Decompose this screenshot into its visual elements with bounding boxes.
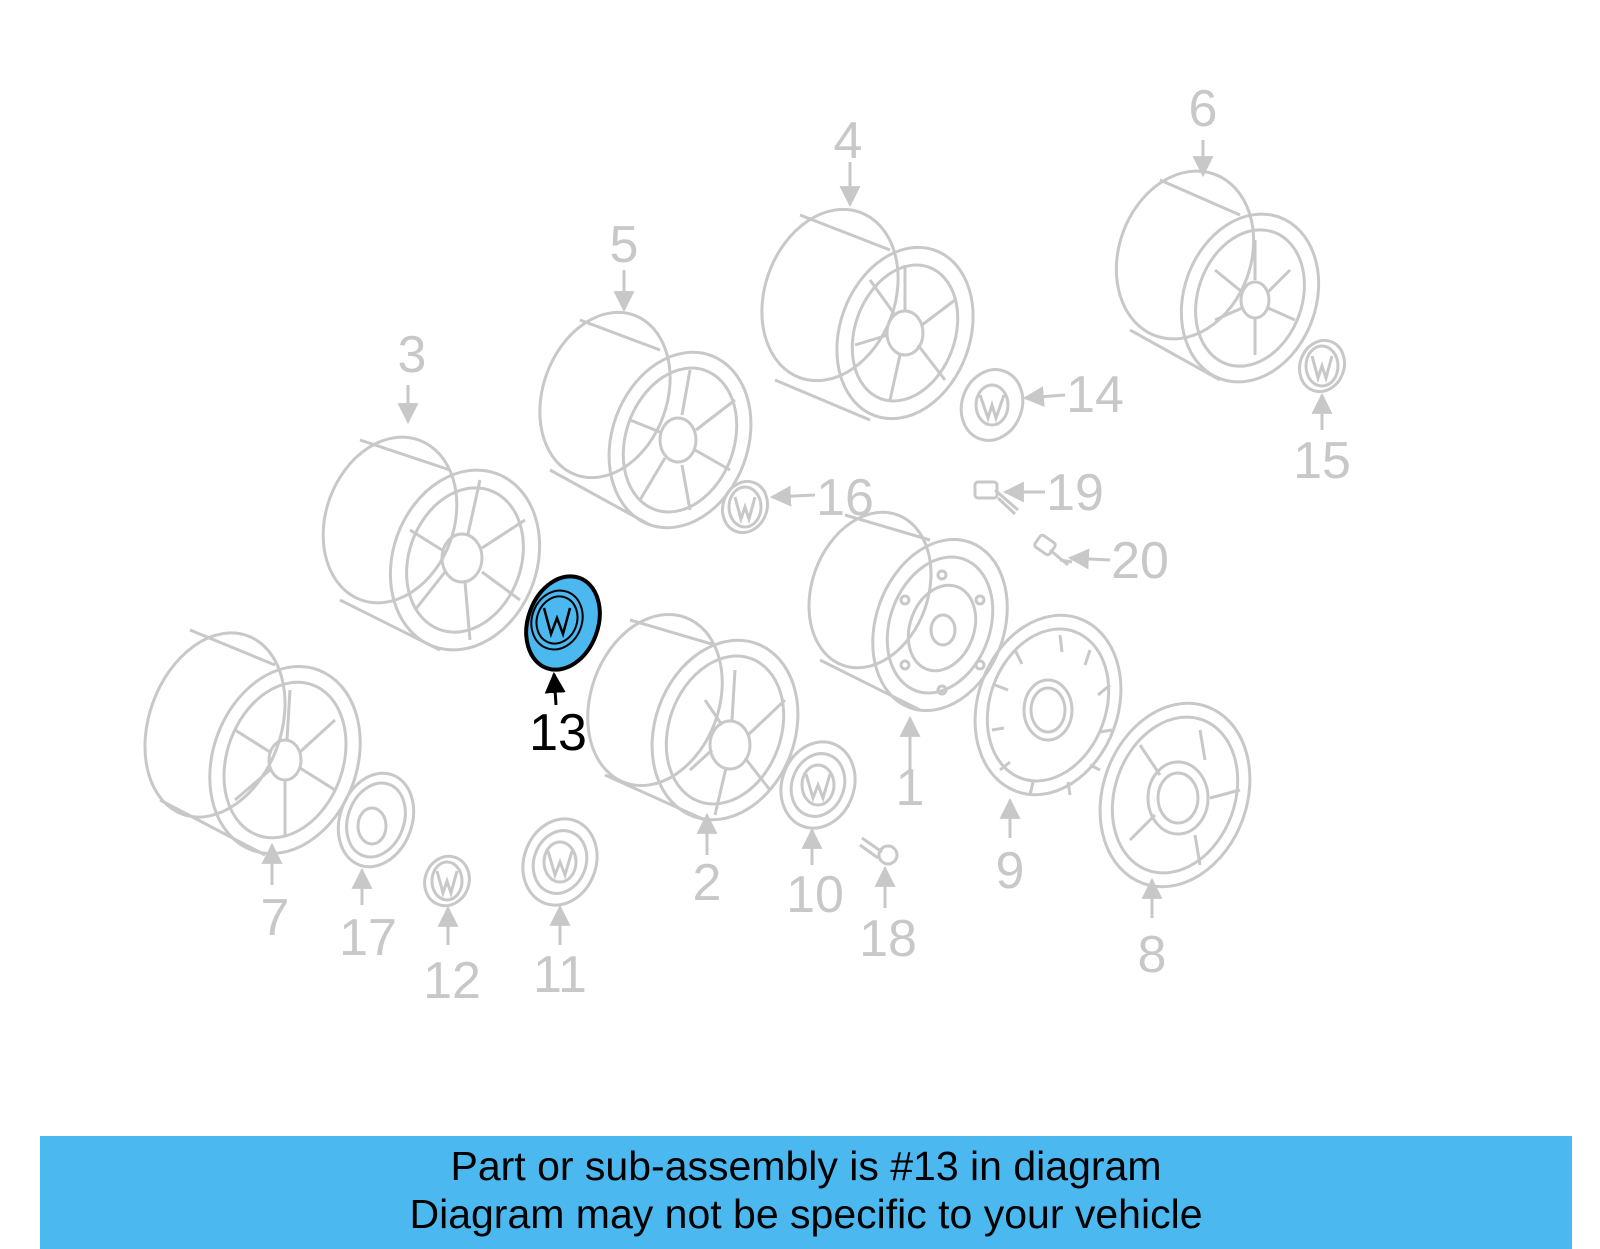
callout-9: 9 (996, 842, 1025, 900)
wheel-cover-part-9 (973, 613, 1123, 797)
wheel-part-1 (807, 510, 1009, 713)
bolt-part-18 (859, 836, 899, 866)
banner-line-disclaimer: Diagram may not be specific to your vehi… (409, 1191, 1203, 1237)
wheel-part-7 (143, 628, 362, 857)
cap-part-10 (779, 740, 857, 830)
callout-18: 18 (859, 910, 917, 968)
callout-5: 5 (610, 216, 639, 274)
cap-part-17 (336, 771, 416, 869)
callout-7: 7 (261, 889, 290, 947)
wheel-part-5 (538, 310, 753, 530)
wheel-part-3 (321, 435, 542, 652)
cap-part-11 (521, 817, 599, 907)
callout-6: 6 (1189, 80, 1218, 138)
callout-1: 1 (896, 759, 925, 817)
banner-line-part-number: Part or sub-assembly is #13 in diagram (450, 1143, 1162, 1189)
cap-part-16 (720, 479, 770, 535)
wheel-part-2 (586, 612, 800, 822)
valve-part-20 (1033, 533, 1073, 567)
info-banner: Part or sub-assembly is #13 in diagram D… (40, 1136, 1572, 1249)
callout-14: 14 (1066, 366, 1124, 424)
callout-4: 4 (834, 112, 863, 170)
callout-16: 16 (816, 469, 874, 527)
callout-20: 20 (1111, 532, 1169, 590)
leader-lines (261, 140, 1333, 945)
callout-labels: 1 2 3 4 5 6 7 8 9 10 11 12 13 14 15 16 1… (261, 80, 1351, 1010)
wheel-part-6 (1114, 169, 1321, 384)
callout-10: 10 (786, 866, 844, 924)
cap-part-13-highlighted[interactable] (514, 566, 613, 706)
callout-8: 8 (1138, 926, 1167, 984)
wheel-part-4 (760, 207, 975, 422)
callout-17: 17 (339, 909, 397, 967)
callout-2: 2 (693, 854, 722, 912)
cap-part-14 (959, 368, 1025, 442)
callout-15: 15 (1293, 432, 1351, 490)
cap-part-12 (423, 854, 471, 908)
callout-3: 3 (398, 326, 427, 384)
callout-11: 11 (533, 946, 587, 1004)
callout-13: 13 (529, 704, 587, 762)
callout-19: 19 (1046, 464, 1104, 522)
bolt-part-19 (973, 480, 1019, 516)
callout-12: 12 (423, 952, 481, 1010)
cap-part-15 (1297, 338, 1347, 394)
wheel-cover-part-8 (1098, 701, 1252, 889)
